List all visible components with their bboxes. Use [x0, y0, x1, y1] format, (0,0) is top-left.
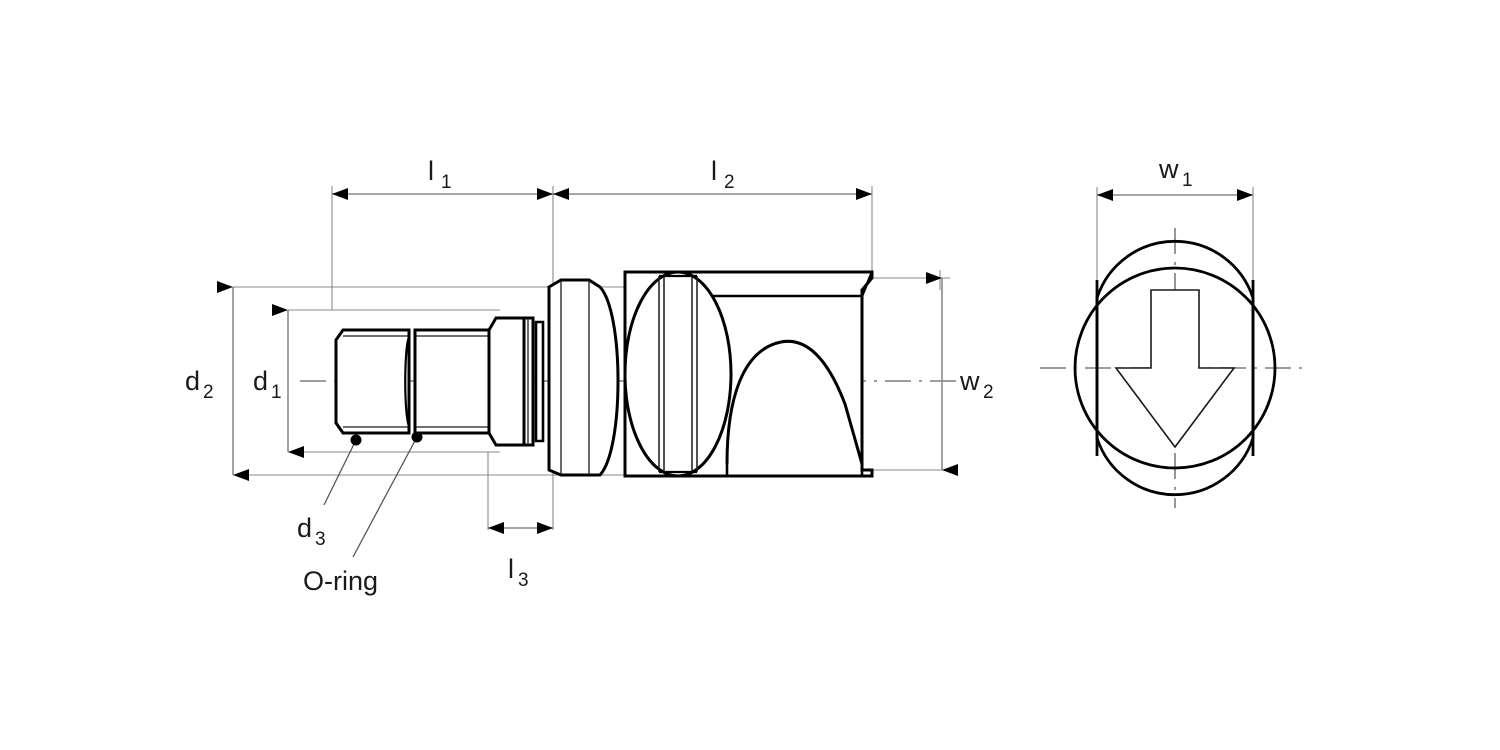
label-w2-main: w — [959, 366, 980, 396]
collar-step — [487, 316, 526, 447]
label-l1-main: l — [428, 156, 434, 186]
leader-dot-oring — [411, 431, 423, 443]
label-d2-sub: 2 — [203, 382, 214, 403]
label-w2: w 2 — [959, 366, 994, 403]
cam-boss-ellipse — [623, 270, 733, 478]
nose-segment — [334, 328, 411, 435]
label-l1: l 1 — [428, 156, 452, 193]
label-oring: O-ring — [303, 566, 378, 596]
side-view-part — [334, 270, 874, 478]
o-ring-groove — [404, 336, 411, 427]
leader-dots — [350, 431, 423, 446]
front-view-part — [1073, 239, 1277, 497]
flange-cone — [547, 278, 620, 477]
thin-ring — [534, 320, 545, 443]
dimension-lines — [217, 188, 1253, 534]
leader-oring — [352, 436, 418, 558]
down-arrow-symbol — [1114, 289, 1236, 449]
label-d3-main: d — [297, 513, 312, 543]
label-d2: d 2 — [185, 366, 214, 403]
label-l2-sub: 2 — [724, 172, 735, 193]
label-d1-main: d — [253, 366, 268, 396]
leader-d3 — [323, 439, 357, 506]
label-w2-sub: 2 — [983, 382, 994, 403]
label-l3-sub: 3 — [518, 570, 529, 591]
label-l1-sub: 1 — [441, 172, 452, 193]
label-d3: d 3 — [297, 513, 326, 550]
label-w1-sub: 1 — [1182, 170, 1193, 191]
label-l3: l 3 — [508, 554, 529, 591]
shank-segment — [413, 328, 491, 435]
label-l3-main: l — [508, 554, 514, 584]
label-d2-main: d — [185, 366, 200, 396]
dimension-labels: l 1 l 2 l 3 d 1 d 2 — [185, 154, 1193, 596]
label-l2-main: l — [711, 156, 717, 186]
leader-dot-d3 — [350, 434, 362, 446]
label-d3-sub: 3 — [315, 529, 326, 550]
leader-lines — [323, 436, 418, 558]
label-w1: w 1 — [1158, 154, 1193, 191]
label-d1-sub: 1 — [271, 382, 282, 403]
front-outer-circle — [1073, 266, 1277, 470]
label-w1-main: w — [1158, 154, 1179, 184]
label-l2: l 2 — [711, 156, 735, 193]
label-d1: d 1 — [253, 366, 282, 403]
cam-hook-profile — [725, 339, 864, 465]
